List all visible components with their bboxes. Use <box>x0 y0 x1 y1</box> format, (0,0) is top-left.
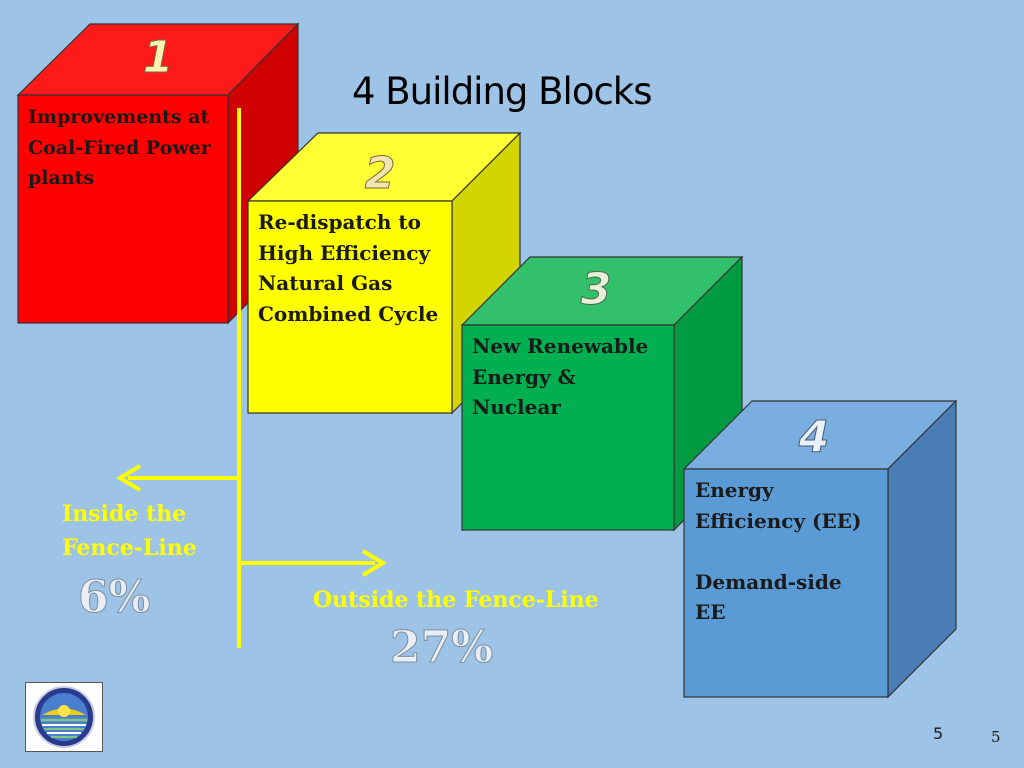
block-1: 1 <box>16 22 300 325</box>
block-2-label: Re-dispatch to High Efficiency Natural G… <box>258 210 439 326</box>
agency-logo <box>25 682 103 752</box>
block-4-number: 4 <box>798 412 830 463</box>
block-1-number: 1 <box>143 32 174 83</box>
outside-fence-percent: 27% <box>389 622 494 674</box>
footer-number: 5 <box>991 728 1001 746</box>
outside-fence-label: Outside the Fence-Line <box>313 587 599 613</box>
block-3-label: New Renewable Energy & Nuclear <box>472 334 649 419</box>
block-4-label: Energy Efficiency (EE) Demand-side EE <box>695 478 862 624</box>
slide-title: 4 Building Blocks <box>352 70 653 113</box>
page-number: 5 <box>933 724 944 743</box>
block-3: 3 <box>460 255 744 532</box>
fence-line-divider <box>116 108 387 648</box>
block-1-label: Improvements at Coal-Fired Power plants <box>28 106 211 189</box>
block-3-number: 3 <box>581 264 612 315</box>
inside-fence-label: Inside the Fence-Line <box>62 501 197 561</box>
inside-fence-percent: 6% <box>77 572 151 624</box>
block-2-number: 2 <box>365 148 396 199</box>
block-4: 4 <box>682 399 958 699</box>
